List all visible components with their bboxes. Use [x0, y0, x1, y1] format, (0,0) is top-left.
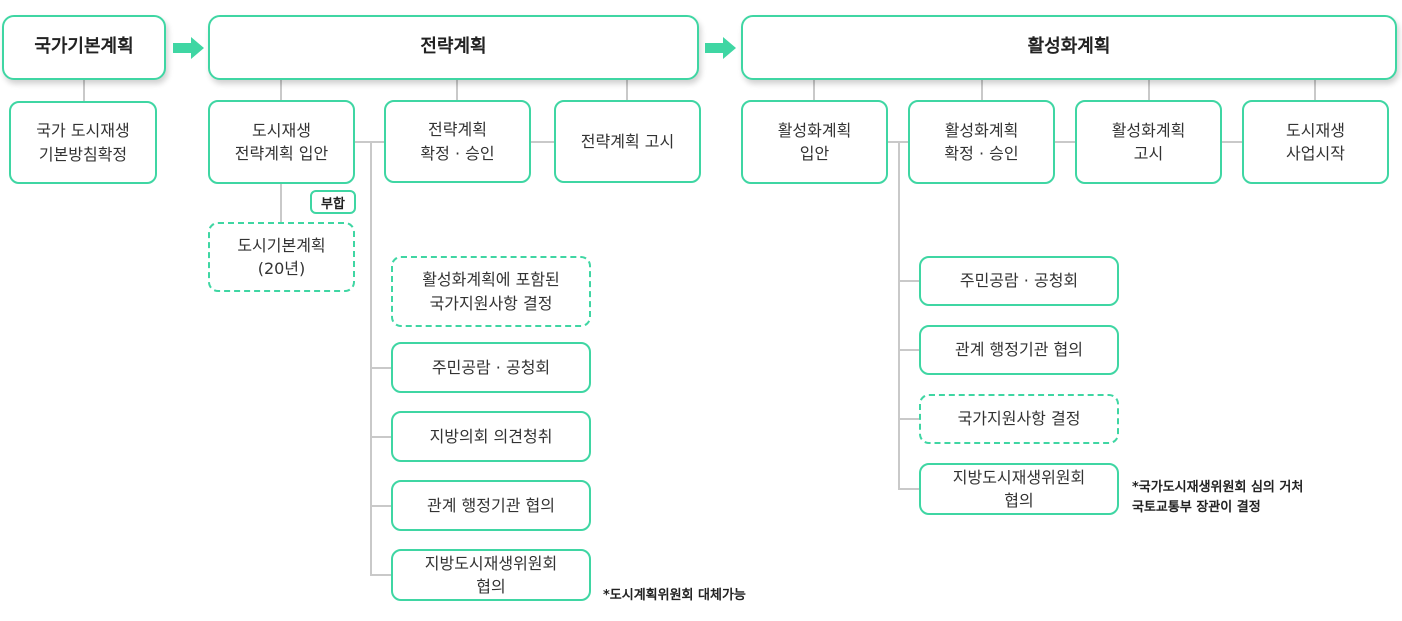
connector-strategy-sub-5 [370, 574, 392, 576]
connector-activation-3 [1148, 79, 1150, 101]
connector-activation-2 [981, 79, 983, 101]
activation-step-3: 활성화계획 고시 [1075, 100, 1222, 184]
activation-note: *국가도시재생위원회 심의 거처 국토교통부 장관이 결정 [1132, 480, 1304, 515]
activation-sub-2: 관계 행정기관 협의 [919, 325, 1119, 375]
activation-step-2: 활성화계획 확정 · 승인 [908, 100, 1055, 184]
strategy-note: *도시계획위원회 대체가능 [603, 588, 746, 603]
connector-strategy-vertical [370, 142, 372, 576]
connector-activation-sub-1 [898, 280, 920, 282]
strategy-sub-1: 활성화계획에 포함된 국가지원사항 결정 [391, 256, 591, 327]
stage-activation: 활성화계획 [741, 15, 1397, 80]
connector-strategy-2 [456, 79, 458, 101]
basic-plan-box: 도시기본계획 (20년) [208, 222, 355, 292]
connector-activation-4 [1314, 79, 1316, 101]
connector-strategy-1 [280, 79, 282, 101]
activation-sub-1: 주민공람 · 공청회 [919, 256, 1119, 306]
activation-sub-4: 지방도시재생위원회 협의 [919, 463, 1119, 515]
connector-activation-sub-3 [898, 418, 920, 420]
connector-activation-sub-4 [898, 488, 920, 490]
connector-national [83, 79, 85, 102]
connector-basic-plan [280, 183, 282, 223]
connector-activation-h3 [1221, 141, 1243, 143]
stage-national: 국가기본계획 [2, 15, 166, 80]
connector-strategy-sub-3 [370, 436, 392, 438]
badge-conform: 부합 [310, 190, 356, 214]
strategy-sub-2: 주민공람 · 공청회 [391, 342, 591, 393]
arrow-right-icon [705, 37, 736, 59]
arrow-right-icon [173, 37, 204, 59]
activation-step-4: 도시재생 사업시작 [1242, 100, 1389, 184]
connector-activation-1 [813, 79, 815, 101]
stage-strategy: 전략계획 [208, 15, 699, 80]
connector-activation-vertical [898, 142, 900, 490]
activation-sub-3: 국가지원사항 결정 [919, 394, 1119, 444]
connector-activation-h2 [1055, 141, 1077, 143]
strategy-step-3: 전략계획 고시 [554, 100, 701, 183]
national-step-1: 국가 도시재생 기본방침확정 [9, 101, 157, 184]
connector-strategy-sub-4 [370, 505, 392, 507]
strategy-step-1: 도시재생 전략계획 입안 [208, 100, 355, 184]
strategy-sub-4: 관계 행정기관 협의 [391, 480, 591, 531]
strategy-step-2: 전략계획 확정 · 승인 [384, 100, 531, 183]
connector-activation-sub-2 [898, 349, 920, 351]
connector-strategy-h2 [530, 141, 555, 143]
connector-strategy-3 [626, 79, 628, 101]
strategy-sub-3: 지방의회 의견청취 [391, 411, 591, 462]
activation-step-1: 활성화계획 입안 [741, 100, 888, 184]
connector-strategy-sub-2 [370, 367, 392, 369]
strategy-sub-5: 지방도시재생위원회 협의 [391, 549, 591, 601]
